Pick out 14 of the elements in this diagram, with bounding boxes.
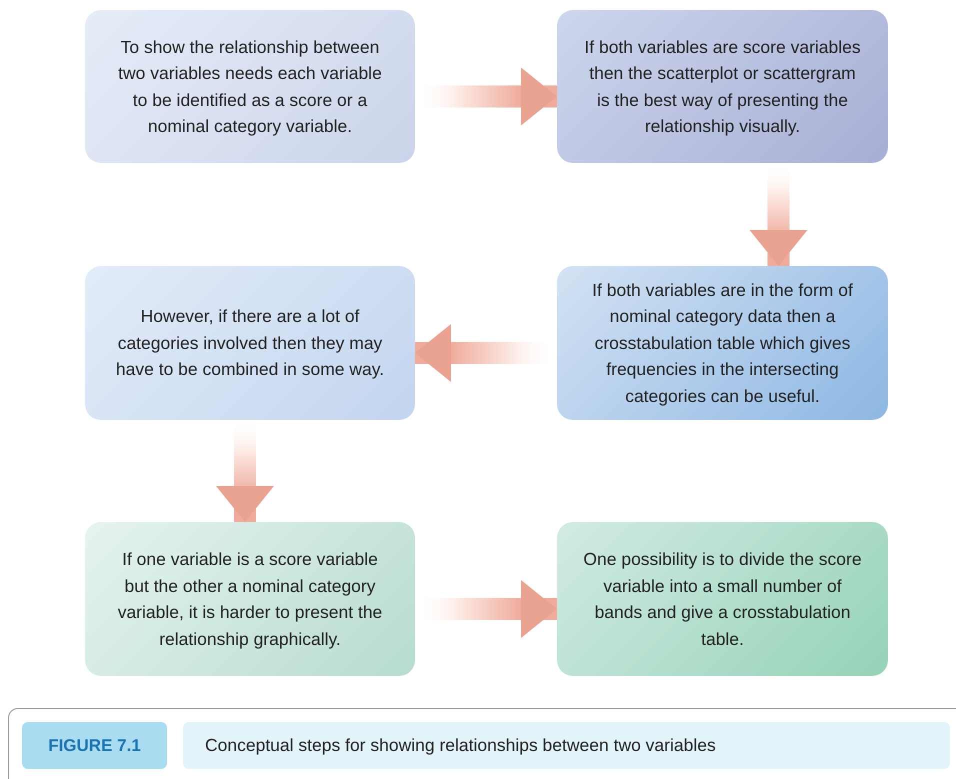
step-box: [85, 522, 415, 676]
step-text: If both variables are in the form of nominal category data then a crosstabulation table which gives frequencies in the intersecting categories can be useful.: [591, 278, 854, 408]
step-text: To show the relationship between two variables needs each variable to be identified as a score or a nominal category variable.: [117, 36, 383, 138]
step-text: If one variable is a score variable but the other a nominal category variable, it is harder to present the relationship graphically.: [116, 548, 384, 651]
step-box: [557, 10, 888, 163]
step-box: [557, 522, 888, 676]
step-text: If both variables are score variables then the scatterplot or scattergram is the best way of presenting the relationship visually.: [583, 36, 862, 138]
step-text: One possibility is to divide the score variable into a small number of bands and give a crosstabulation table.: [583, 548, 862, 650]
step-box: [85, 10, 415, 163]
figure-number: FIGURE 7.1: [22, 722, 167, 769]
figure-caption: Conceptual steps for showing relationships between two variables: [183, 722, 950, 769]
step-box: [557, 266, 888, 420]
step-box: [85, 266, 415, 420]
step-text: However, if there are a lot of categories involved then they may have to be combined in some way.: [114, 305, 386, 382]
